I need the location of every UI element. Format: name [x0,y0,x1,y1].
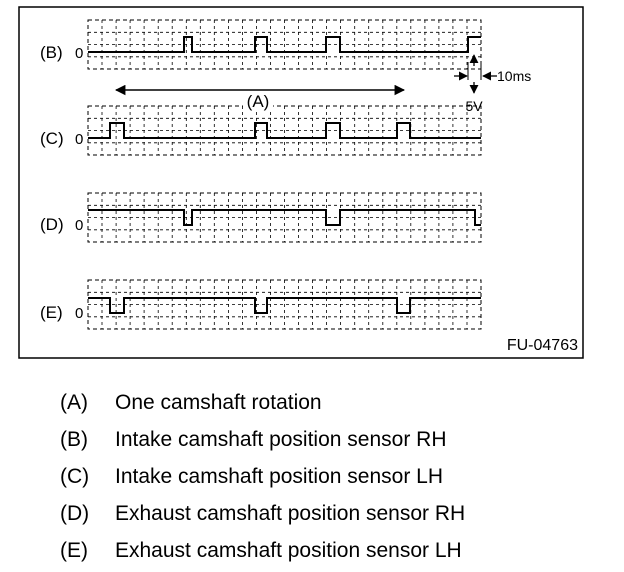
diagram-frame [18,6,584,359]
waveform-e [88,297,481,314]
channel-zero-d: 0 [75,217,83,234]
waveform-b [88,36,481,53]
legend-row-b: (B) Intake camshaft position sensor RH [60,421,580,458]
channel-zero-e: 0 [75,305,83,322]
legend-row-d: (D) Exhaust camshaft position sensor RH [60,495,580,532]
channel-label-c: (C) [40,129,64,148]
span-label-backdrop [243,92,273,109]
scope-grid-b [87,19,482,70]
legend-key-b: (B) [60,428,88,451]
figure-code: FU-04763 [507,337,578,354]
legend-key-e: (E) [60,539,88,562]
legend: (A) One camshaft rotation (B) Intake cam… [60,384,580,569]
legend-row-c: (C) Intake camshaft position sensor LH [60,458,580,495]
channel-zero-c: 0 [75,131,83,148]
voltage-scale-label: 5V [465,98,483,114]
channel-label-e: (E) [40,303,63,322]
legend-row-a: (A) One camshaft rotation [60,384,580,421]
legend-key-a: (A) [60,391,88,414]
legend-key-d: (D) [60,502,90,525]
legend-row-e: (E) Exhaust camshaft position sensor LH [60,532,580,569]
legend-text-e: Exhaust camshaft position sensor LH [115,539,462,562]
channel-zero-b: 0 [75,45,83,62]
scope-grid-c [87,105,482,156]
scope-grid-e [87,279,482,330]
legend-text-c: Intake camshaft position sensor LH [115,465,444,488]
channel-label-d: (D) [40,215,64,234]
legend-text-b: Intake camshaft position sensor RH [115,428,447,451]
legend-key-c: (C) [60,465,90,488]
legend-text-a: One camshaft rotation [115,391,322,414]
time-scale-label: 10ms [497,68,531,84]
span-label: (A) [247,92,270,111]
legend-text-d: Exhaust camshaft position sensor RH [115,502,466,525]
scope-grid-d [87,192,482,243]
waveform-diagram: (B) 0 (C) 0 (D) 0 (E) 0 (A) 10ms 5V FU-0… [18,6,584,359]
channel-label-b: (B) [40,43,63,62]
waveform-d [88,209,481,226]
waveform-c [88,122,481,139]
